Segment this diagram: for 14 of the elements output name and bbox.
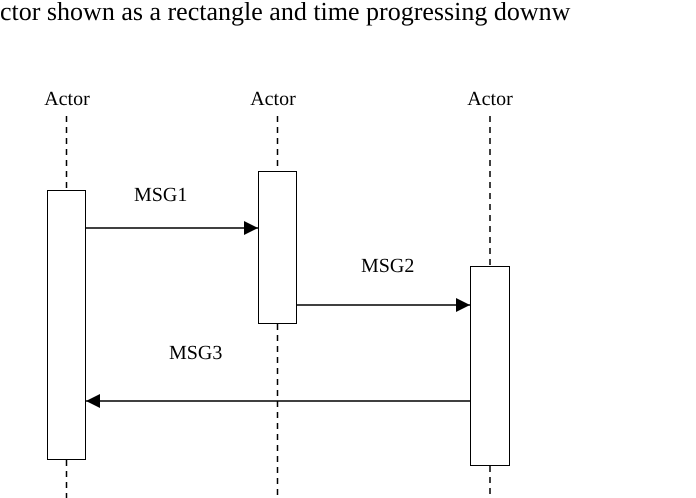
lifeline [276, 324, 278, 498]
actor-label: Actor [32, 84, 102, 114]
actor-label: Actor [455, 84, 525, 114]
activation-bar [258, 171, 297, 324]
lifeline [66, 460, 68, 498]
message-arrow [86, 394, 470, 408]
lifeline [66, 116, 68, 190]
lifeline [489, 116, 491, 266]
actor-label: Actor [238, 84, 308, 114]
message-arrow [86, 221, 258, 235]
activation-bar [47, 190, 86, 460]
caption-text: ctor shown as a rectangle and time progressing downw [0, 0, 570, 27]
message-arrow [297, 298, 470, 312]
activation-bar [470, 266, 510, 466]
